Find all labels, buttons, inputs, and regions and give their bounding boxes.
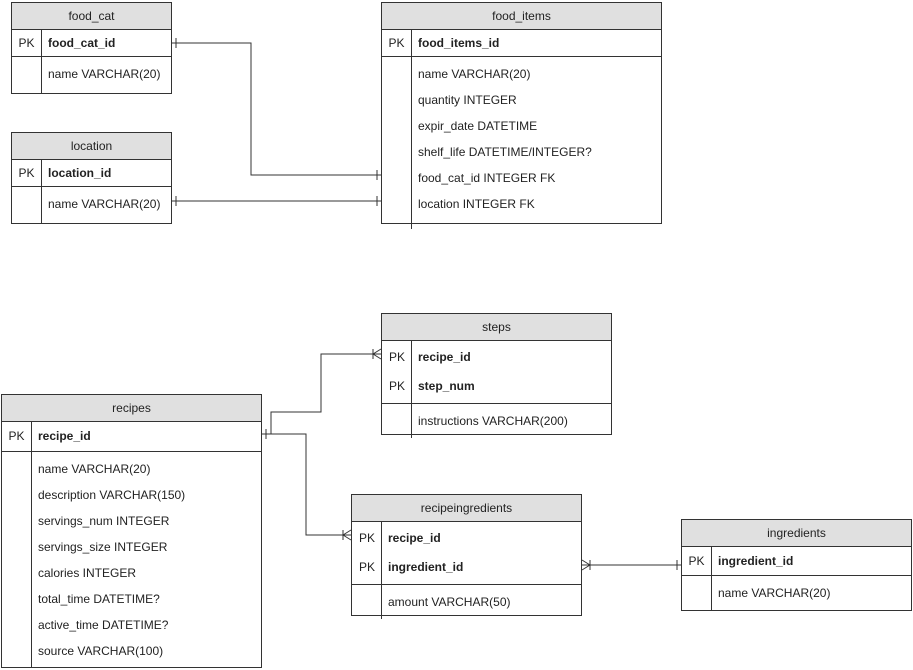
pk-field: food_cat_id (48, 36, 116, 50)
pk-row: PK recipe_id (2, 422, 261, 451)
field-row: name VARCHAR(20) (382, 61, 661, 87)
pk-field: food_items_id (418, 36, 500, 50)
field-row: name VARCHAR(20) (2, 456, 261, 482)
many-marker (581, 559, 591, 571)
pk-field: location_id (48, 166, 112, 180)
field-text: source VARCHAR(100) (38, 644, 164, 658)
many-marker (372, 348, 382, 360)
pk-field: step_num (418, 379, 475, 393)
table-ingredients[interactable]: ingredients PK ingredient_id name VARCHA… (681, 519, 912, 611)
pk-row: PK step_num (382, 372, 611, 401)
table-title: steps (382, 314, 611, 341)
field-row: expir_date DATETIME (382, 113, 661, 139)
pk-label: PK (18, 166, 35, 180)
field-row: food_cat_id INTEGER FK (382, 165, 661, 191)
field-text: name VARCHAR(20) (48, 197, 161, 211)
table-location[interactable]: location PK location_id name VARCHAR(20) (11, 132, 172, 224)
table-recipes[interactable]: recipes PK recipe_id name VARCHAR(20) de… (1, 394, 262, 668)
field-row: source VARCHAR(100) (2, 638, 261, 664)
pk-row: PK recipe_id (352, 524, 581, 553)
table-title: food_items (382, 3, 661, 30)
pk-label: PK (8, 429, 25, 443)
table-food-cat[interactable]: food_cat PK food_cat_id name VARCHAR(20) (11, 2, 172, 94)
field-row: name VARCHAR(20) (12, 61, 171, 87)
field-text: quantity INTEGER (418, 93, 517, 107)
field-text: active_time DATETIME? (38, 618, 169, 632)
pk-field: recipe_id (418, 350, 471, 364)
field-text: description VARCHAR(150) (38, 488, 186, 502)
field-row: name VARCHAR(20) (682, 580, 911, 606)
pk-label: PK (358, 560, 375, 574)
many-marker (342, 529, 352, 541)
field-row: instructions VARCHAR(200) (382, 408, 611, 434)
pk-label: PK (358, 531, 375, 545)
table-title: recipes (2, 395, 261, 422)
field-row: active_time DATETIME? (2, 612, 261, 638)
field-row: servings_size INTEGER (2, 534, 261, 560)
table-recipeingredients[interactable]: recipeingredients PK recipe_id PK ingred… (351, 494, 582, 619)
field-text: shelf_life DATETIME/INTEGER? (418, 145, 592, 159)
field-row: quantity INTEGER (382, 87, 661, 113)
field-text: servings_size INTEGER (38, 540, 168, 554)
pk-label: PK (18, 36, 35, 50)
pk-label: PK (688, 554, 705, 568)
pk-field: recipe_id (388, 531, 441, 545)
field-text: calories INTEGER (38, 566, 137, 580)
pk-label: PK (388, 36, 405, 50)
field-row: total_time DATETIME? (2, 586, 261, 612)
field-text: servings_num INTEGER (38, 514, 170, 528)
field-row: location INTEGER FK (382, 191, 661, 217)
field-text: name VARCHAR(20) (38, 462, 151, 476)
field-row: calories INTEGER (2, 560, 261, 586)
field-text: food_cat_id INTEGER FK (418, 171, 556, 185)
pk-row: PK food_cat_id (12, 30, 171, 56)
table-steps[interactable]: steps PK recipe_id PK step_num instructi… (381, 313, 612, 438)
field-row: name VARCHAR(20) (12, 191, 171, 217)
field-text: name VARCHAR(20) (418, 67, 531, 81)
connector-food-cat-food-items (172, 42, 381, 176)
connector-recipes-steps (262, 353, 381, 435)
connector-recipes-recipeingredients (262, 433, 351, 536)
pk-label: PK (388, 350, 405, 364)
pk-row: PK ingredient_id (682, 547, 911, 575)
field-row: description VARCHAR(150) (2, 482, 261, 508)
pk-row: PK food_items_id (382, 30, 661, 56)
pk-field: recipe_id (38, 429, 91, 443)
field-text: name VARCHAR(20) (48, 67, 161, 81)
pk-row: PK ingredient_id (352, 553, 581, 582)
table-title: ingredients (682, 520, 911, 547)
field-text: name VARCHAR(20) (718, 586, 831, 600)
field-row: amount VARCHAR(50) (352, 589, 581, 615)
field-text: total_time DATETIME? (38, 592, 160, 606)
field-row: servings_num INTEGER (2, 508, 261, 534)
field-text: expir_date DATETIME (418, 119, 538, 133)
pk-field: ingredient_id (718, 554, 794, 568)
table-title: location (12, 133, 171, 160)
field-text: instructions VARCHAR(200) (418, 414, 568, 428)
table-title: recipeingredients (352, 495, 581, 522)
field-row: shelf_life DATETIME/INTEGER? (382, 139, 661, 165)
pk-row: PK recipe_id (382, 343, 611, 372)
field-text: location INTEGER FK (418, 197, 535, 211)
pk-row: PK location_id (12, 160, 171, 186)
table-food-items[interactable]: food_items PK food_items_id name VARCHAR… (381, 2, 662, 229)
field-text: amount VARCHAR(50) (388, 595, 511, 609)
table-title: food_cat (12, 3, 171, 30)
pk-label: PK (388, 379, 405, 393)
pk-field: ingredient_id (388, 560, 464, 574)
